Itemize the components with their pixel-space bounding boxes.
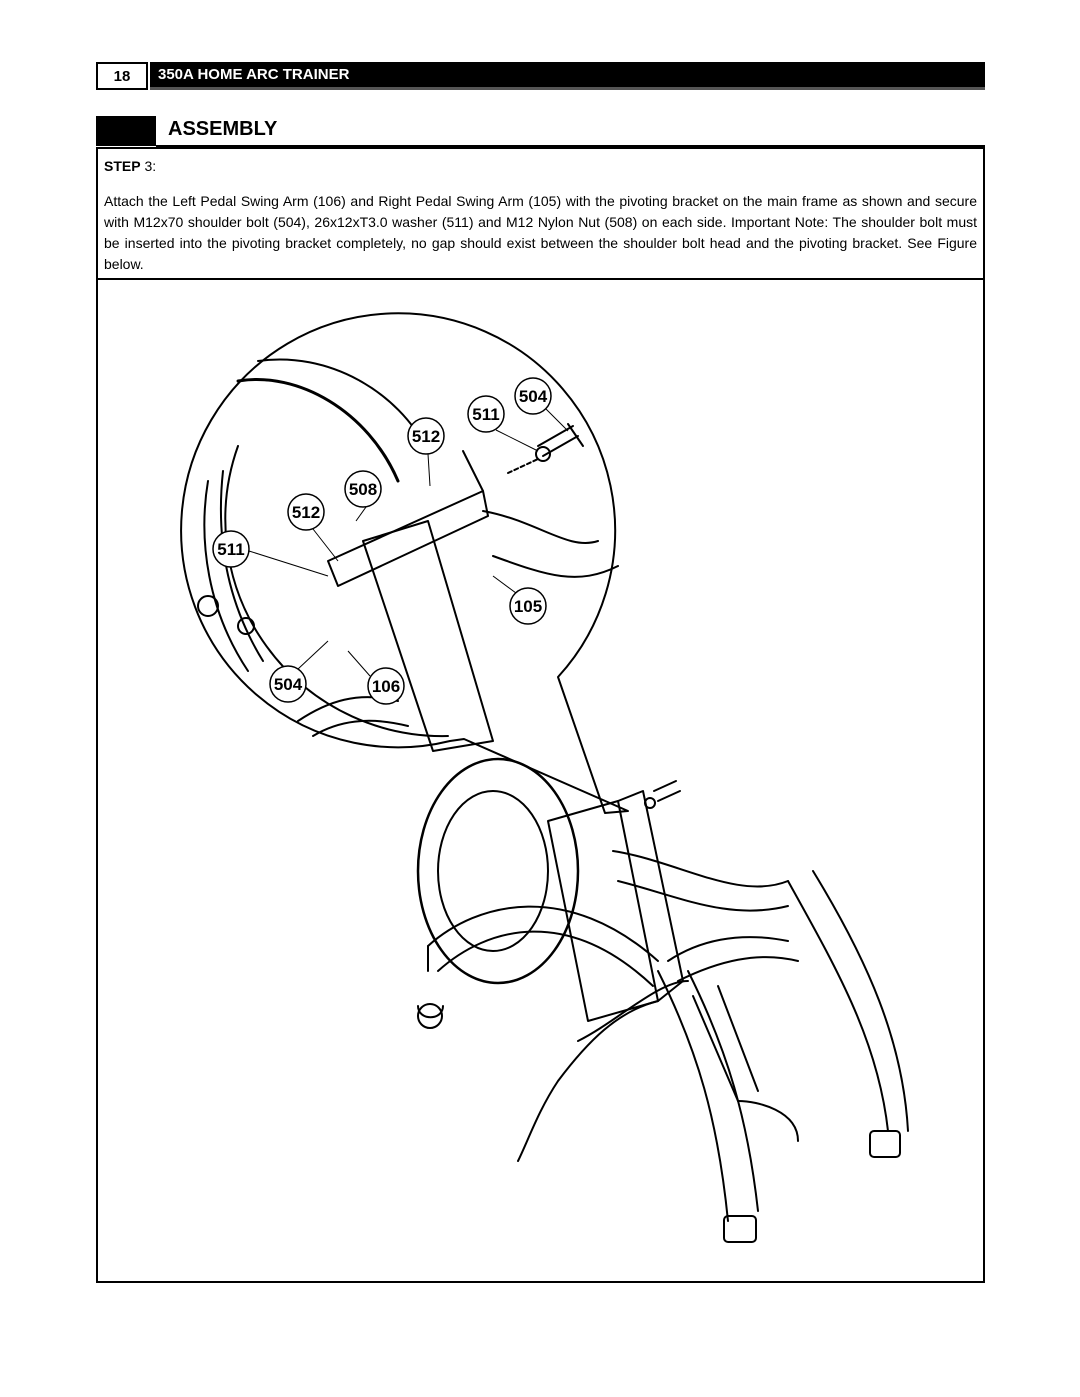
assembly-figure: 504 511 512 508 512 511 105 504 106 [180, 312, 909, 1243]
magnifier-outline [180, 312, 629, 814]
page-number: 18 [96, 62, 148, 90]
manual-title: 350A HOME ARC TRAINER [150, 62, 985, 90]
section-rule [156, 145, 985, 147]
box-divider [96, 278, 985, 280]
callout-511-left: 511 [217, 540, 244, 559]
step-heading: STEP 3: [104, 158, 157, 174]
flywheel [416, 757, 580, 985]
callout-106: 106 [372, 677, 400, 696]
callout-512-top: 512 [412, 427, 440, 446]
callout-504-bottom: 504 [274, 675, 303, 694]
step-number: 3 [144, 158, 153, 174]
callout-511-top: 511 [472, 405, 499, 424]
callout-504-top: 504 [519, 387, 548, 406]
callout-508: 508 [349, 480, 377, 499]
instructions-text: Attach the Left Pedal Swing Arm (106) an… [104, 193, 977, 272]
step-label: STEP [104, 158, 141, 174]
step-box [96, 147, 985, 1283]
callout-512-left: 512 [292, 503, 320, 522]
section-marker [96, 116, 156, 146]
section-title: ASSEMBLY [168, 118, 278, 140]
callout-105: 105 [514, 597, 542, 616]
